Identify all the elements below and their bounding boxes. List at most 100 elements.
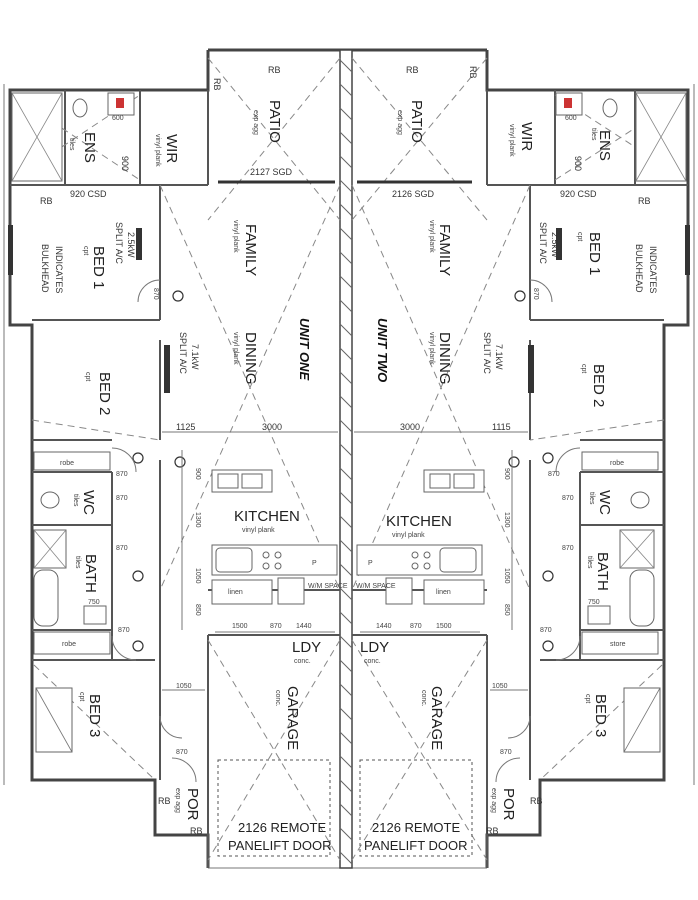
dining-left-label: DINING: [242, 332, 259, 385]
tiles-text: tiles: [588, 492, 595, 505]
unit-one-label: UNIT ONE: [297, 318, 312, 380]
wc-left-label: WC: [80, 490, 97, 515]
csd-right-label: 920 CSD: [560, 189, 597, 199]
dim-1500-text: 1500: [436, 623, 452, 630]
split-71-text: 7.1kW: [494, 344, 504, 370]
tiles-text: tiles: [68, 138, 75, 151]
conc-text: conc.: [364, 658, 381, 665]
dining-right-label: DINING: [436, 332, 453, 385]
dim-1300-text: 1300: [194, 512, 201, 528]
sgd-right-label: 2126 SGD: [392, 189, 435, 199]
dim-870-text: 870: [540, 627, 552, 634]
dim-850-text: 850: [194, 604, 201, 616]
wm-left: [277, 577, 305, 605]
dim-870-text: 870: [116, 495, 128, 502]
dim-870-text: 870: [116, 545, 128, 552]
split-ac-dining-right: [528, 345, 534, 393]
robe-bed2-right: [581, 451, 659, 471]
linen-right: [423, 579, 485, 605]
split-25-text: 2.5kW: [550, 232, 560, 258]
dim-3000-text: 3000: [400, 422, 420, 432]
labels: RB RB RB RB PATIO exp agg PATIO exp agg …: [40, 65, 658, 853]
split-25-text: 2.5kW: [126, 232, 136, 258]
toilet-wc-left: [40, 491, 60, 509]
cpt-text: cpt: [584, 694, 591, 703]
bulkhead-left: BULKHEAD: [40, 244, 50, 293]
kitchen-left-label: KITCHEN: [234, 508, 300, 525]
patio-left-label: PATIO: [266, 100, 283, 143]
dim-870-text: 870: [562, 495, 574, 502]
kitchen-right-label: KITCHEN: [386, 513, 452, 530]
linen-left: [211, 579, 273, 605]
smoke-detectors: [132, 290, 554, 652]
split-ac-text: SPLIT A/C: [538, 222, 548, 264]
bed2-left-label: BED 2: [96, 372, 113, 415]
dimension-lines: [162, 431, 528, 691]
bed1-left-label: BED 1: [90, 246, 107, 289]
bathtub-left: [33, 569, 59, 627]
wm-space-text: W/M SPACE: [356, 583, 396, 590]
dim-3000-text: 3000: [262, 422, 282, 432]
exp-agg-text: exp agg: [252, 110, 259, 135]
sgd-left-label: 2127 SGD: [250, 167, 293, 177]
linen-text: linen: [436, 589, 451, 596]
fixtures: [8, 92, 690, 857]
bath-right-label: BATH: [594, 552, 611, 591]
garage-door-left-line1: 2126 REMOTE: [238, 820, 326, 835]
split-71-text: 7.1kW: [190, 344, 200, 370]
dim-870-text: 870: [176, 749, 188, 756]
rb-text: RB: [158, 796, 171, 806]
split-ac-bed1-right: [556, 228, 562, 260]
vinyl-plank-text: vinyl plank: [232, 220, 239, 253]
tiles-text: tiles: [74, 556, 81, 569]
split-ac-bed1-left: [136, 228, 142, 260]
bulkhead-right: BULKHEAD: [634, 244, 644, 293]
conc-text: conc.: [274, 690, 281, 707]
bed1-right-label: BED 1: [586, 232, 603, 275]
dim-870-text: 870: [548, 471, 560, 478]
rb-text: RB: [40, 196, 53, 206]
cpt-text: cpt: [82, 246, 89, 255]
p-text: P: [312, 560, 317, 567]
unit-two-label: UNIT TWO: [375, 318, 390, 382]
toilet-wc-right: [630, 491, 650, 509]
dim-870-text: 870: [116, 471, 128, 478]
split-ac-text: SPLIT A/C: [114, 222, 124, 264]
dim-870-text: 870: [532, 288, 539, 300]
wc-right-label: WC: [596, 490, 613, 515]
dim-750-text: 750: [588, 599, 600, 606]
family-right-label: FAMILY: [436, 224, 453, 276]
garage-right-label: GARAGE: [428, 686, 445, 750]
wir-left-label: WIR: [163, 134, 180, 163]
robe-bed2-left: [33, 451, 111, 471]
vinyl-plank-text: vinyl plank: [154, 134, 161, 167]
rb-text: RB: [486, 826, 499, 836]
bed3-right-label: BED 3: [592, 694, 609, 737]
garage-door-right-line2: PANELIFT DOOR: [364, 838, 468, 853]
dim-870-text: 870: [118, 627, 130, 634]
robe-text: robe: [62, 641, 76, 648]
porch-right-label: POR: [500, 788, 517, 821]
split-ac-dining-left: [164, 345, 170, 393]
vinyl-plank-text: vinyl plank: [232, 332, 239, 365]
cpt-text: cpt: [78, 692, 85, 701]
ceiling-lines: [11, 57, 687, 861]
bed2-right-label: BED 2: [590, 364, 607, 407]
bathtub-right: [629, 569, 655, 627]
dim-1050-text: 1050: [176, 683, 192, 690]
dim-1440-text: 1440: [296, 623, 312, 630]
dim-870-text: 870: [500, 749, 512, 756]
dim-1500-text: 1500: [232, 623, 248, 630]
vinyl-plank-text: vinyl plank: [392, 532, 425, 539]
dim-1440-text: 1440: [376, 623, 392, 630]
garage-door-right-line1: 2126 REMOTE: [372, 820, 460, 835]
robe-text: robe: [60, 460, 74, 467]
dim-900-text: 900: [120, 156, 130, 171]
vinyl-plank-text: vinyl plank: [428, 332, 435, 365]
tiles-text: tiles: [72, 494, 79, 507]
dim-870b-text: 870: [270, 623, 282, 630]
exp-agg-text: exp agg: [174, 788, 181, 813]
rb-text: RB: [530, 796, 543, 806]
linen-text: linen: [228, 589, 243, 596]
